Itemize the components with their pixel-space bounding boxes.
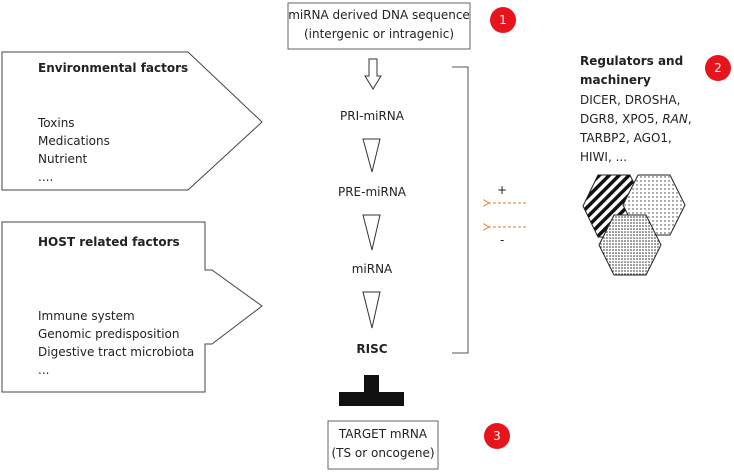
source-dna-line1: miRNA derived DNA sequence [288, 8, 470, 22]
block-arrow-down [364, 58, 382, 90]
source-dna-line2: (intergenic or intragenic) [303, 27, 455, 41]
triangle-mirna-to-risc [362, 291, 381, 329]
host-factors-arrow [1, 221, 263, 393]
triangle-pre-to-mirna [362, 214, 381, 251]
host-item-genomic: Genomic predisposition [38, 327, 180, 341]
regulators-line2-c: , [687, 112, 692, 126]
badge-3: 3 [484, 423, 510, 449]
env-item-toxins: Toxins [38, 116, 75, 130]
risc-label: RISC [356, 342, 388, 356]
env-item-ellipsis: .... [38, 170, 54, 184]
badge-2: 2 [705, 55, 731, 81]
source-dna-box [287, 2, 471, 50]
pre-mirna-label: PRE-miRNA [337, 185, 407, 199]
env-item-nutrient: Nutrient [38, 152, 88, 166]
regulators-line2: DGR8, XPO5, RAN, [580, 110, 692, 129]
regulators-line4: HIWI, ... [580, 150, 628, 164]
regulators-line1: DICER, DROSHA, [580, 93, 681, 107]
regulators-ran: RAN [662, 112, 688, 126]
mirna-label: miRNA [351, 262, 393, 276]
triangle-pri-to-pre [362, 138, 381, 173]
regulators-line2-a: DGR8, XPO5, [580, 112, 663, 126]
target-mrna-line2: (TS or oncogene) [331, 446, 435, 460]
regulation-bracket [452, 66, 469, 354]
target-mrna-line1: TARGET mRNA [338, 427, 428, 441]
plus-sign: + [497, 183, 508, 197]
pri-mirna-label: PRI-miRNA [340, 109, 404, 123]
regulators-title-line1: Regulators and [580, 54, 684, 68]
badge-1: 1 [490, 7, 516, 33]
target-mrna-box [327, 420, 439, 470]
regulators-line3: TARBP2, AGO1, [580, 131, 672, 145]
regulators-title-line2: machinery [580, 73, 651, 87]
inhibition-bar-horizontal [339, 392, 404, 406]
host-item-ellipsis: ... [38, 363, 50, 377]
host-factors-title: HOST related factors [38, 235, 180, 249]
environmental-factors-title: Environmental factors [38, 61, 189, 75]
environmental-factors-arrow [1, 51, 263, 191]
dense-dotted-hexagon [598, 214, 662, 276]
inhibition-bar-vertical [364, 375, 379, 393]
host-item-immune: Immune system [38, 309, 135, 323]
host-item-microbiota: Digestive tract microbiota [38, 345, 195, 359]
minus-sign: - [500, 233, 505, 247]
env-item-medications: Medications [38, 134, 110, 148]
